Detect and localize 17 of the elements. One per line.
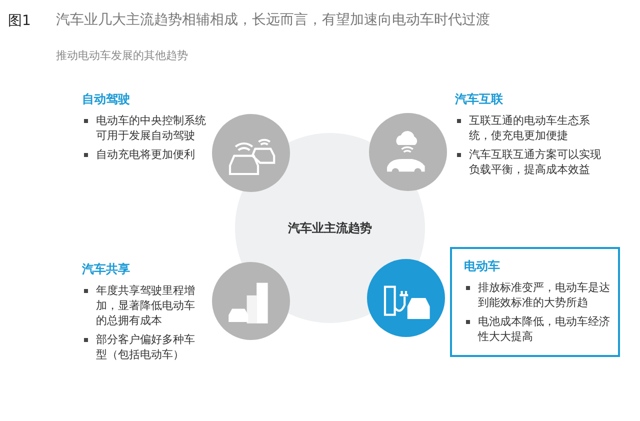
figure-number: 图1 [8, 12, 31, 30]
heading: 电动车 [464, 259, 501, 274]
bullet-text: 电池成本降低，电动车经济性大大提高 [478, 315, 610, 343]
heading: 汽车共享 [82, 262, 131, 277]
bullet-text: 汽车互联互通方案可以实现负载平衡，提高成本效益 [469, 148, 601, 176]
heading: 汽车互联 [455, 92, 504, 107]
bullet-text: 排放标准变严，电动车是达到能效标准的大势所趋 [478, 281, 610, 309]
title: 汽车业几大主流趋势相辅相成，长远而言，有望加速向电动车时代过渡 [56, 11, 490, 29]
heading: 自动驾驶 [82, 92, 131, 107]
center-label: 汽车业主流趋势 [287, 220, 373, 237]
highlight-box [450, 247, 620, 357]
bullet-text: 年度共享驾驶里程增加，显著降低电动车的总拥有成本 [96, 284, 195, 327]
subtitle: 推动电动车发展的其他趋势 [56, 48, 188, 63]
bullet-text: 电动车的中央控制系统可用于发展自动驾驶 [96, 114, 206, 142]
bullet-text: 自动充电将更加便利 [96, 148, 195, 161]
bullet-text: 部分客户偏好多种车型（包括电动车） [96, 333, 195, 361]
bullet-text: 互联互通的电动车生态系统，使充电更加便捷 [469, 114, 590, 142]
